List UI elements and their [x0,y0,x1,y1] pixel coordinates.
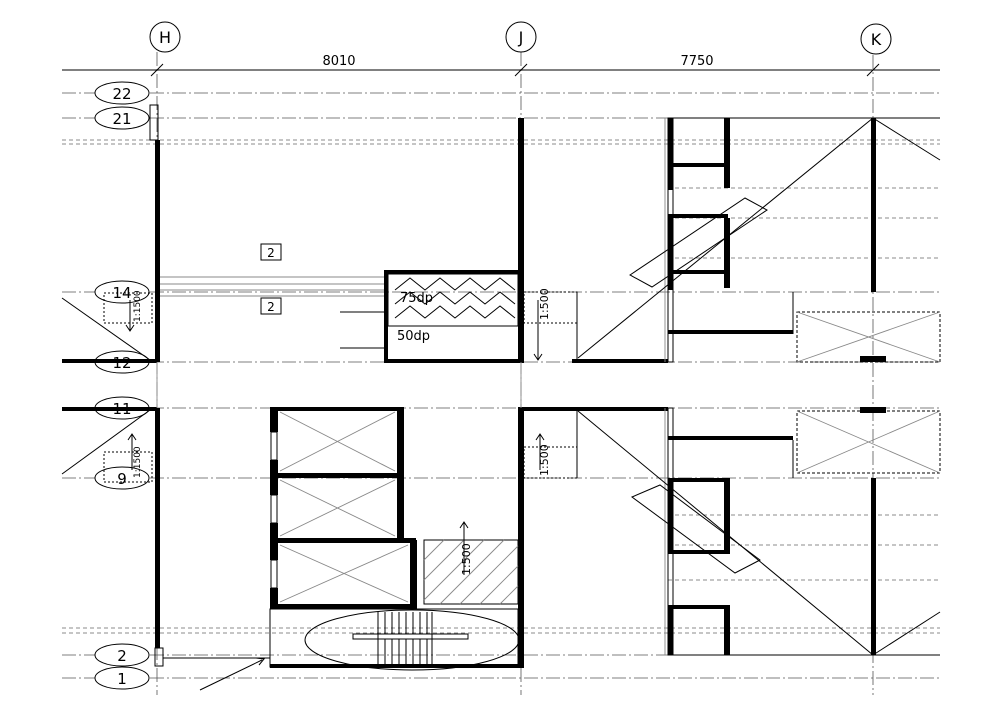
row-label-2: 2 [117,647,127,665]
dimension-j-k: 7750 [680,54,713,69]
dimension-line: 8010 7750 [62,54,940,77]
room-tag-lower: 2 [267,300,275,314]
stair [154,608,520,691]
row-label-21: 21 [112,110,131,128]
slope-label-4: 1:500 [538,444,551,476]
column-label-k: K [871,30,882,49]
structural-walls [62,118,886,668]
grid-lines [62,52,940,695]
drop-label-50dp: 50dp [397,329,430,344]
hatched-zone: 1:500 [423,521,519,605]
slope-label-5: 1:500 [460,543,473,575]
slope-label-3: 1:500 [538,288,551,320]
room-tag-upper: 2 [267,246,275,260]
row-bubbles: 22 21 14 12 11 9 2 1 [94,81,150,690]
dimension-h-j: 8010 [322,54,355,69]
hatched-shaft: 75dp 50dp [387,273,519,344]
column-label-h: H [159,28,171,47]
column-bubble-j: J [505,21,537,53]
upper-left-zone: 2 2 [149,104,384,349]
lift-core [270,408,417,609]
stair-treads [384,612,428,667]
row-label-1: 1 [117,670,127,688]
column-bubble-h: H [149,21,181,53]
slope-label-1: 1:1500 [133,290,143,322]
drop-label-75dp: 75dp [400,291,433,306]
column-label-j: J [518,28,524,47]
row-label-22: 22 [112,85,131,103]
right-zone [61,117,941,656]
slab-edge-lines [62,139,940,634]
slope-marks: 1:1500 1:1500 1:500 1:500 [103,288,578,483]
row-label-9: 9 [117,470,127,488]
slope-label-2: 1:1500 [133,446,143,478]
column-bubble-k: K [860,23,892,55]
